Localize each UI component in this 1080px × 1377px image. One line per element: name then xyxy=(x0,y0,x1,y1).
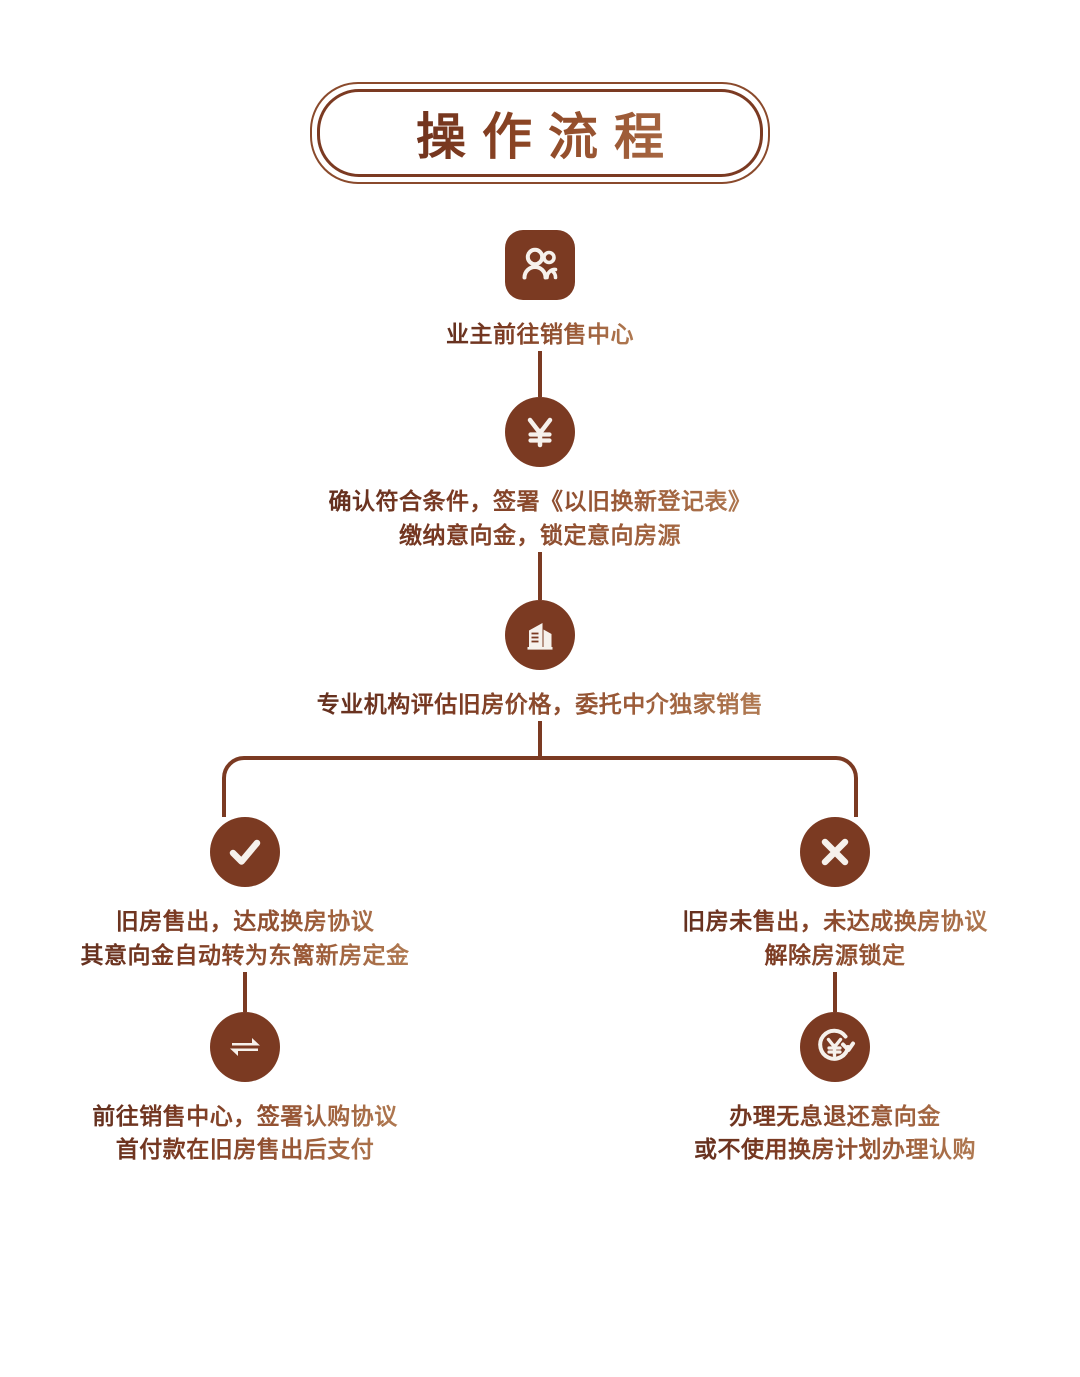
building-icon xyxy=(505,600,575,671)
label-line: 其意向金自动转为东篱新房定金 xyxy=(80,941,410,968)
flow-step-appraisal-label: 专业机构评估旧房价格，委托中介独家销售 xyxy=(317,688,764,721)
branch-left-outcome-label: 旧房售出，达成换房协议 其意向金自动转为东篱新房定金 xyxy=(81,905,410,972)
branch-right-outcome-label: 旧房未售出，未达成换房协议 解除房源锁定 xyxy=(682,905,988,972)
branch-right-action: 办理无息退还意向金 或不使用换房计划办理认购 xyxy=(694,1012,976,1167)
branch-right: 旧房未售出，未达成换房协议 解除房源锁定 xyxy=(590,817,1080,1166)
check-circle-icon xyxy=(210,817,280,888)
label-line: 旧房售出，达成换房协议 xyxy=(115,908,375,935)
branch-left: 旧房售出，达成换房协议 其意向金自动转为东篱新房定金 前往销售中心，签署认购协议… xyxy=(0,817,490,1166)
flow-step-owner-visit-label: 业主前往销售中心 xyxy=(446,318,634,351)
flow-step-sign-registration: 确认符合条件，签署《以旧换新登记表》 缴纳意向金，锁定意向房源 xyxy=(0,397,1080,552)
label-line: 确认符合条件，签署《以旧换新登记表》 xyxy=(328,488,752,515)
title-inner-border: 操作流程 xyxy=(317,89,763,177)
label-line: 缴纳意向金，锁定意向房源 xyxy=(399,521,681,548)
exchange-arrows-icon xyxy=(210,1012,280,1083)
yuan-currency-icon xyxy=(505,397,575,468)
connector-step1-step2 xyxy=(538,351,542,398)
page-title-container: 操作流程 xyxy=(0,82,1080,184)
branch-left-outcome: 旧房售出，达成换房协议 其意向金自动转为东篱新房定金 xyxy=(81,817,410,972)
branch-columns: 旧房售出，达成换房协议 其意向金自动转为东篱新房定金 前往销售中心，签署认购协议… xyxy=(0,817,1080,1166)
refund-yuan-icon xyxy=(800,1012,870,1083)
page-title: 操作流程 xyxy=(400,97,680,169)
label-line: 旧房未售出，未达成换房协议 xyxy=(682,908,988,935)
branch-right-action-label: 办理无息退还意向金 或不使用换房计划办理认购 xyxy=(694,1100,976,1167)
label-line: 业主前往销售中心 xyxy=(446,321,634,347)
two-people-icon xyxy=(505,230,575,300)
cross-circle-icon xyxy=(800,817,870,888)
title-outer-border: 操作流程 xyxy=(310,82,770,184)
label-line: 或不使用换房计划办理认购 xyxy=(694,1136,976,1163)
branch-right-outcome: 旧房未售出，未达成换房协议 解除房源锁定 xyxy=(682,817,988,972)
branch-left-action: 前往销售中心，签署认购协议 首付款在旧房售出后支付 xyxy=(92,1012,398,1167)
label-line: 解除房源锁定 xyxy=(764,941,906,968)
label-line: 专业机构评估旧房价格，委托中介独家销售 xyxy=(316,691,764,718)
flow-step-sign-registration-label: 确认符合条件，签署《以旧换新登记表》 缴纳意向金，锁定意向房源 xyxy=(329,485,752,552)
branch-left-action-label: 前往销售中心，签署认购协议 首付款在旧房售出后支付 xyxy=(92,1100,398,1167)
label-line: 办理无息退还意向金 xyxy=(729,1103,941,1130)
flow-step-owner-visit: 业主前往销售中心 xyxy=(0,230,1080,351)
label-line: 前往销售中心，签署认购协议 xyxy=(92,1103,398,1130)
flow-step-appraisal: 专业机构评估旧房价格，委托中介独家销售 xyxy=(0,600,1080,721)
label-line: 首付款在旧房售出后支付 xyxy=(115,1136,375,1163)
connector-step2-step3 xyxy=(538,552,542,601)
connector-right-outcome-action xyxy=(833,972,837,1013)
flowchart: 业主前往销售中心 确认符合条件，签署《以旧换新登记表》 缴纳意向金，锁定意向房源 xyxy=(0,230,1080,1167)
connector-left-outcome-action xyxy=(243,972,247,1013)
branch-connector xyxy=(0,721,1080,818)
